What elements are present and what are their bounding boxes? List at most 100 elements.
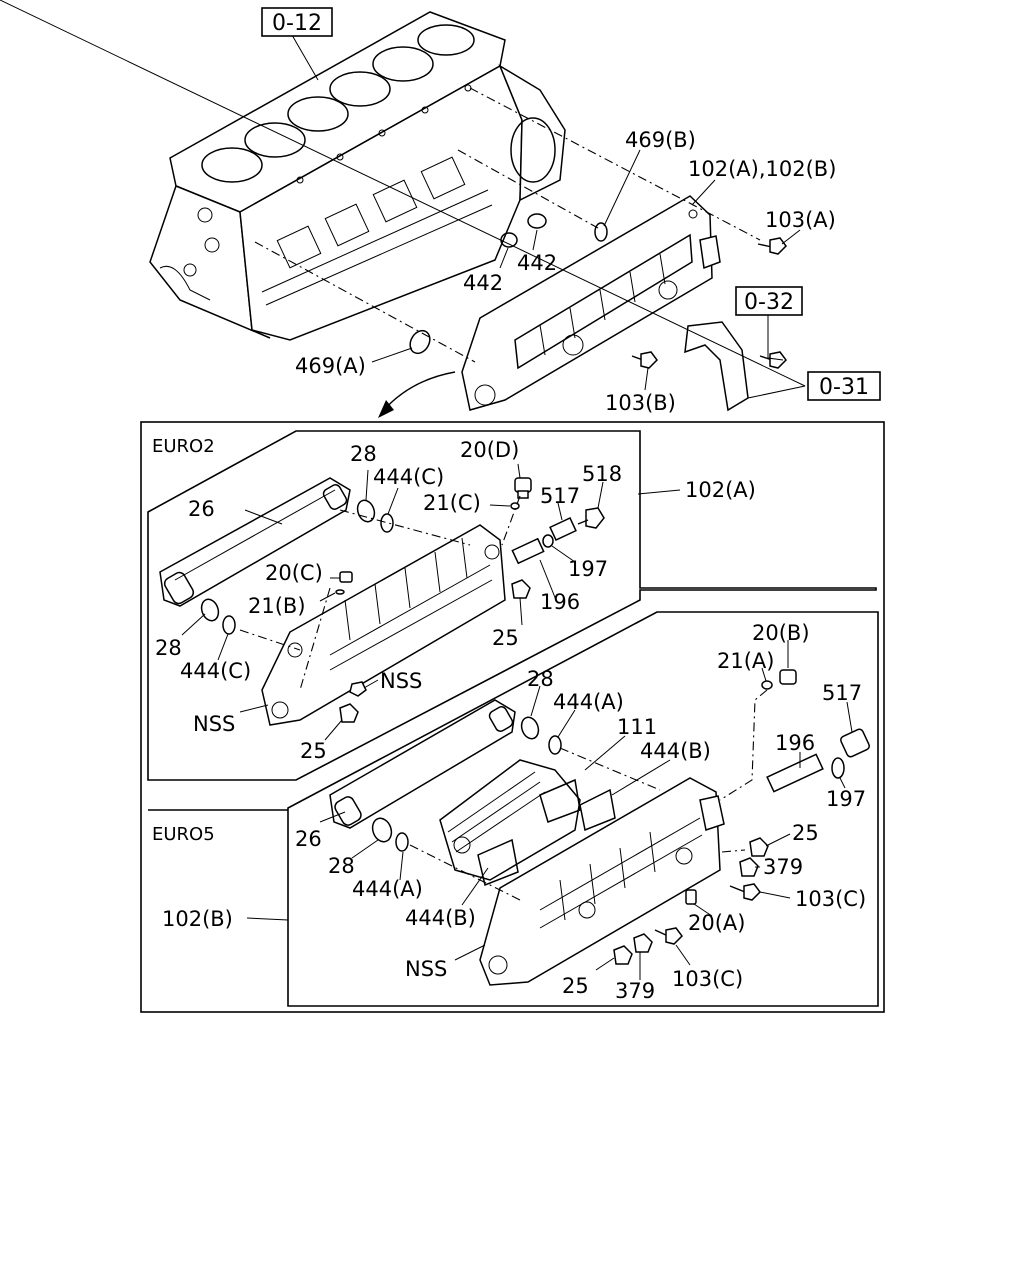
ref-0-31: 0-31: [819, 375, 869, 400]
e5-ring-197: [831, 757, 845, 779]
e2-ring-197: [542, 534, 554, 548]
e2-sensor-517: [549, 517, 577, 541]
section-euro5: EURO5: [152, 824, 215, 845]
label-e2-518: 518: [582, 462, 622, 486]
e5-bolt-103c-b: [654, 927, 683, 945]
e2-plug-20d: [514, 477, 532, 499]
label-e2-25b: 25: [300, 739, 327, 763]
label-e5-379a: 379: [763, 855, 803, 879]
label-e2-444c-a: 444(C): [373, 465, 444, 489]
e2-oring-444c-b: [222, 615, 236, 635]
label-e5-25b: 25: [562, 974, 589, 998]
label-e2-102a: 102(A): [685, 478, 756, 502]
label-e5-379b: 379: [615, 979, 655, 1003]
label-469b: 469(B): [625, 128, 696, 152]
label-e2-197: 197: [568, 557, 608, 581]
ref-0-12: 0-12: [272, 11, 322, 36]
bolt-103b: [631, 351, 658, 369]
e5-valve-196: [766, 753, 824, 793]
label-e2-20c: 20(C): [265, 561, 323, 585]
label-e5-196: 196: [775, 731, 815, 755]
ref-0-32: 0-32: [744, 290, 794, 315]
label-442a: 442: [463, 271, 503, 295]
label-103a: 103(A): [765, 208, 836, 232]
gasket-469a: [409, 329, 431, 355]
label-e5-26: 26: [295, 827, 322, 851]
e5-gasket-28a: [520, 716, 540, 740]
e2-plug-20c: [339, 571, 353, 583]
euro5-housing: [479, 777, 725, 986]
label-e5-444b-b: 444(B): [405, 906, 476, 930]
label-e5-28a: 28: [527, 667, 554, 691]
label-e5-25a: 25: [792, 821, 819, 845]
label-e5-444a-b: 444(A): [352, 877, 423, 901]
label-e2-26: 26: [188, 497, 215, 521]
e5-gasket-444b-a: [539, 778, 581, 823]
label-469a: 469(A): [295, 354, 366, 378]
e2-valve-196: [511, 537, 545, 565]
label-e5-21a: 21(A): [717, 649, 774, 673]
label-e2-444c-b: 444(C): [180, 659, 251, 683]
label-442b: 442: [517, 251, 557, 275]
label-e5-20a: 20(A): [688, 911, 745, 935]
e5-gasket-444b-c: [579, 788, 616, 832]
label-e5-197: 197: [826, 787, 866, 811]
e5-oring-444a-a: [548, 735, 562, 755]
e5-ring-21a: [761, 680, 773, 690]
e2-oring-444c-a: [380, 513, 394, 533]
water-pipe: [684, 321, 749, 412]
label-102a-102b: 102(A),102(B): [688, 157, 836, 181]
e5-plug-20b: [779, 669, 797, 685]
label-e2-nss-a: NSS: [380, 669, 422, 693]
label-103b: 103(B): [605, 391, 676, 415]
label-e5-444a-a: 444(A): [553, 690, 624, 714]
ref-box-0-32: 0-32: [735, 286, 803, 316]
label-e2-196: 196: [540, 590, 580, 614]
e5-gasket-28b: [371, 817, 393, 843]
e2-gasket-28a: [356, 499, 376, 523]
e5-nut-25b: [613, 945, 633, 965]
euro5-cooler-111: [439, 759, 581, 881]
e2-bolt-518: [577, 507, 605, 529]
e2-bolt-nss: [349, 681, 367, 697]
label-e5-444b-a: 444(B): [640, 739, 711, 763]
cylinder-block: [149, 11, 566, 341]
e5-sensor-517: [840, 728, 870, 758]
detail-frame: [140, 421, 885, 1013]
label-e2-21b: 21(B): [248, 594, 306, 618]
euro2-housing: [261, 524, 506, 726]
label-e5-517: 517: [822, 681, 862, 705]
e2-nut-25a: [511, 579, 531, 599]
ref-box-0-31: 0-31: [807, 371, 881, 401]
e5-washer-379b: [633, 933, 653, 953]
bolt-0-32: [759, 351, 787, 369]
label-e2-25a: 25: [492, 626, 519, 650]
gasket-442b: [527, 213, 547, 229]
ref-box-0-12: 0-12: [261, 7, 333, 37]
label-e5-103c-b: 103(C): [672, 967, 743, 991]
label-e2-20d: 20(D): [460, 438, 519, 462]
oil-cooler-assembly: [461, 195, 721, 411]
label-e5-102b: 102(B): [162, 907, 233, 931]
e2-gasket-28b: [200, 598, 220, 622]
e5-nut-25a: [749, 837, 769, 857]
label-e5-103c-a: 103(C): [795, 887, 866, 911]
label-e2-21c: 21(C): [423, 491, 481, 515]
e5-oring-444a-b: [395, 832, 409, 852]
section-euro2: EURO2: [152, 436, 215, 457]
label-e2-28b: 28: [155, 636, 182, 660]
e2-nut-25b: [339, 703, 359, 723]
label-e5-28b: 28: [328, 854, 355, 878]
gasket-469b: [594, 222, 608, 242]
e5-plug-20a: [685, 889, 697, 905]
label-e2-517: 517: [540, 484, 580, 508]
label-e5-20b: 20(B): [752, 621, 810, 645]
label-e5-111: 111: [617, 715, 657, 739]
bolt-103a: [757, 237, 787, 255]
euro2-cooler-element: [159, 477, 351, 607]
euro5-cooler-element: [329, 699, 516, 829]
e2-ring-21b: [335, 589, 345, 595]
e5-bolt-103c-a: [729, 883, 761, 901]
label-e2-28a: 28: [350, 442, 377, 466]
